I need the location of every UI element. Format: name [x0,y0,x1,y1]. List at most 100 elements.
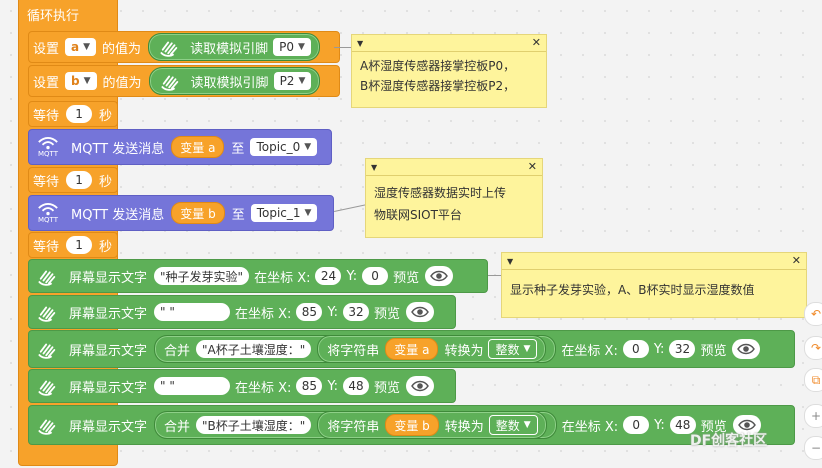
merge-string-input[interactable]: "B杯子土壤湿度：" [196,416,312,434]
merge-string-input[interactable]: "A杯子土壤湿度：" [196,340,312,358]
coord-x-label: 在坐标 X: [254,270,311,286]
eye-icon[interactable] [732,415,761,435]
coord-x-label: 在坐标 X: [561,343,618,359]
pin-dropdown-b[interactable]: P2▼ [273,72,312,90]
set-label: 设置 [33,75,60,91]
read-analog-label: 读取模拟引脚 [190,41,269,57]
wait-label: 等待 [33,108,60,124]
coord-x-label: 在坐标 X: [235,306,292,322]
seconds-label: 秒 [99,174,113,190]
mqtt-icon-text: MQTT [38,216,58,224]
merge-label: 合并 [164,343,191,359]
hand-icon [35,375,61,397]
zoom-out-icon[interactable]: − [804,436,822,460]
mqtt-send-block-2[interactable]: MQTT MQTT 发送消息 变量 b 至 Topic_1▼ [28,195,334,231]
convert-block-b[interactable]: 将字符串 变量 b 转换为 整数▼ [317,411,547,439]
set-label: 设置 [33,41,60,57]
note-line: 物联网SIOT平台 [374,208,462,222]
coord-x-input[interactable]: 85 [296,303,323,321]
coord-x-input[interactable]: 0 [623,416,650,434]
eye-icon[interactable] [406,376,435,396]
hand-icon [35,301,61,323]
topic-dropdown-2[interactable]: Topic_1▼ [250,204,318,222]
crop-icon[interactable]: ⧉ [804,368,822,392]
eye-icon[interactable] [425,266,454,286]
coord-y-input[interactable]: 0 [362,267,389,285]
convert-block-a[interactable]: 将字符串 变量 a 转换为 整数▼ [317,335,547,363]
display-text-block-1[interactable]: 屏幕显示文字 "种子发芽实验" 在坐标 X: 24 Y: 0 预览 [28,259,488,293]
eye-icon[interactable] [406,302,435,322]
set-b-block[interactable]: 设置 b▼ 的值为 读取模拟引脚 P2▼ [28,65,340,97]
collapse-triangle-icon[interactable]: ▼ [507,257,514,266]
mqtt-send-label: MQTT 发送消息 [71,207,165,223]
merge-block-a[interactable]: 合并 "A杯子土壤湿度：" 将字符串 变量 a 转换为 整数▼ [154,335,557,363]
variable-b-pill[interactable]: 变量 b [171,202,225,224]
redo-icon[interactable]: ↷ [804,336,822,360]
coord-y-input[interactable]: 32 [669,340,696,358]
display-text-block-2[interactable]: 屏幕显示文字 " " 在坐标 X: 85 Y: 32 预览 [28,295,456,329]
variable-b-pill[interactable]: 变量 b [385,414,439,436]
display-string-input[interactable]: "种子发芽实验" [154,267,250,285]
display-text-block-3[interactable]: 屏幕显示文字 合并 "A杯子土壤湿度：" 将字符串 变量 a 转换为 整数▼ 在… [28,330,795,368]
note-connector-1 [334,47,352,48]
merge-block-b[interactable]: 合并 "B杯子土壤湿度：" 将字符串 变量 b 转换为 整数▼ [154,411,557,439]
read-analog-block-a[interactable]: 读取模拟引脚 P0▼ [148,33,320,61]
coord-y-input[interactable]: 48 [343,377,370,395]
variable-a-pill[interactable]: 变量 a [385,338,439,360]
read-analog-block-b[interactable]: 读取模拟引脚 P2▼ [148,67,321,95]
var-dropdown-b[interactable]: b▼ [65,72,97,90]
seconds-label: 秒 [99,108,113,124]
type-dropdown-a[interactable]: 整数▼ [488,339,538,359]
value-of-label: 的值为 [102,75,142,91]
coord-x-input[interactable]: 0 [622,340,649,358]
undo-icon[interactable]: ↶ [804,302,822,326]
note-body: 显示种子发芽实验，A、B杯实时显示湿度数值 [502,270,806,310]
coord-x-input[interactable]: 85 [296,377,323,395]
type-dropdown-b[interactable]: 整数▼ [488,415,538,435]
comment-note-2[interactable]: ▼ ✕ 湿度传感器数据实时上传 物联网SIOT平台 [365,158,543,238]
var-dropdown-a[interactable]: a▼ [65,38,97,56]
display-string-input[interactable]: " " [154,303,231,321]
preview-label: 预览 [374,306,401,322]
coord-x-input[interactable]: 24 [315,267,342,285]
coord-y-label: Y: [327,378,339,394]
note-line: A杯湿度传感器接掌控板P0， [360,59,516,73]
display-text-block-4[interactable]: 屏幕显示文字 " " 在坐标 X: 85 Y: 48 预览 [28,369,456,403]
hand-icon [157,36,183,58]
display-string-input[interactable]: " " [154,377,231,395]
collapse-triangle-icon[interactable]: ▼ [371,163,378,172]
comment-note-3[interactable]: ▼ ✕ 显示种子发芽实验，A、B杯实时显示湿度数值 [501,252,807,318]
zoom-in-icon[interactable]: + [804,404,822,428]
to-label: 至 [231,207,245,223]
chevron-down-icon: ▼ [83,76,91,86]
watermark: DF创客社区 [690,433,768,449]
chevron-down-icon: ▼ [304,142,312,152]
topic-dropdown-1[interactable]: Topic_0▼ [250,138,318,156]
variable-a-pill[interactable]: 变量 a [171,136,225,158]
comment-note-1[interactable]: ▼ ✕ A杯湿度传感器接掌控板P0， B杯湿度传感器接掌控板P2， [351,34,547,108]
wait-block-1[interactable]: 等待 1 秒 [28,101,118,127]
coord-x-label: 在坐标 X: [235,380,292,396]
note-connector-2 [334,204,366,212]
wait-seconds-input[interactable]: 1 [66,171,93,189]
close-icon[interactable]: ✕ [791,254,801,267]
wait-seconds-input[interactable]: 1 [66,236,93,254]
display-text-label: 屏幕显示文字 [69,419,148,435]
chevron-down-icon: ▼ [304,208,312,218]
wait-seconds-input[interactable]: 1 [66,105,93,123]
close-icon[interactable]: ✕ [531,36,541,49]
chevron-down-icon: ▼ [297,42,305,52]
eye-icon[interactable] [732,339,761,359]
set-a-block[interactable]: 设置 a▼ 的值为 读取模拟引脚 P0▼ [28,31,340,63]
collapse-triangle-icon[interactable]: ▼ [357,39,364,48]
wait-block-2[interactable]: 等待 1 秒 [28,167,118,193]
coord-y-input[interactable]: 48 [669,416,696,434]
pin-dropdown-a[interactable]: P0▼ [273,38,311,56]
wait-block-3[interactable]: 等待 1 秒 [28,232,118,258]
close-icon[interactable]: ✕ [527,160,537,173]
mqtt-send-block-1[interactable]: MQTT MQTT 发送消息 变量 a 至 Topic_0▼ [28,129,332,165]
coord-y-input[interactable]: 32 [343,303,370,321]
seconds-label: 秒 [99,239,113,255]
chevron-down-icon: ▼ [523,344,531,354]
display-text-block-5[interactable]: 屏幕显示文字 合并 "B杯子土壤湿度：" 将字符串 变量 b 转换为 整数▼ 在… [28,405,795,445]
